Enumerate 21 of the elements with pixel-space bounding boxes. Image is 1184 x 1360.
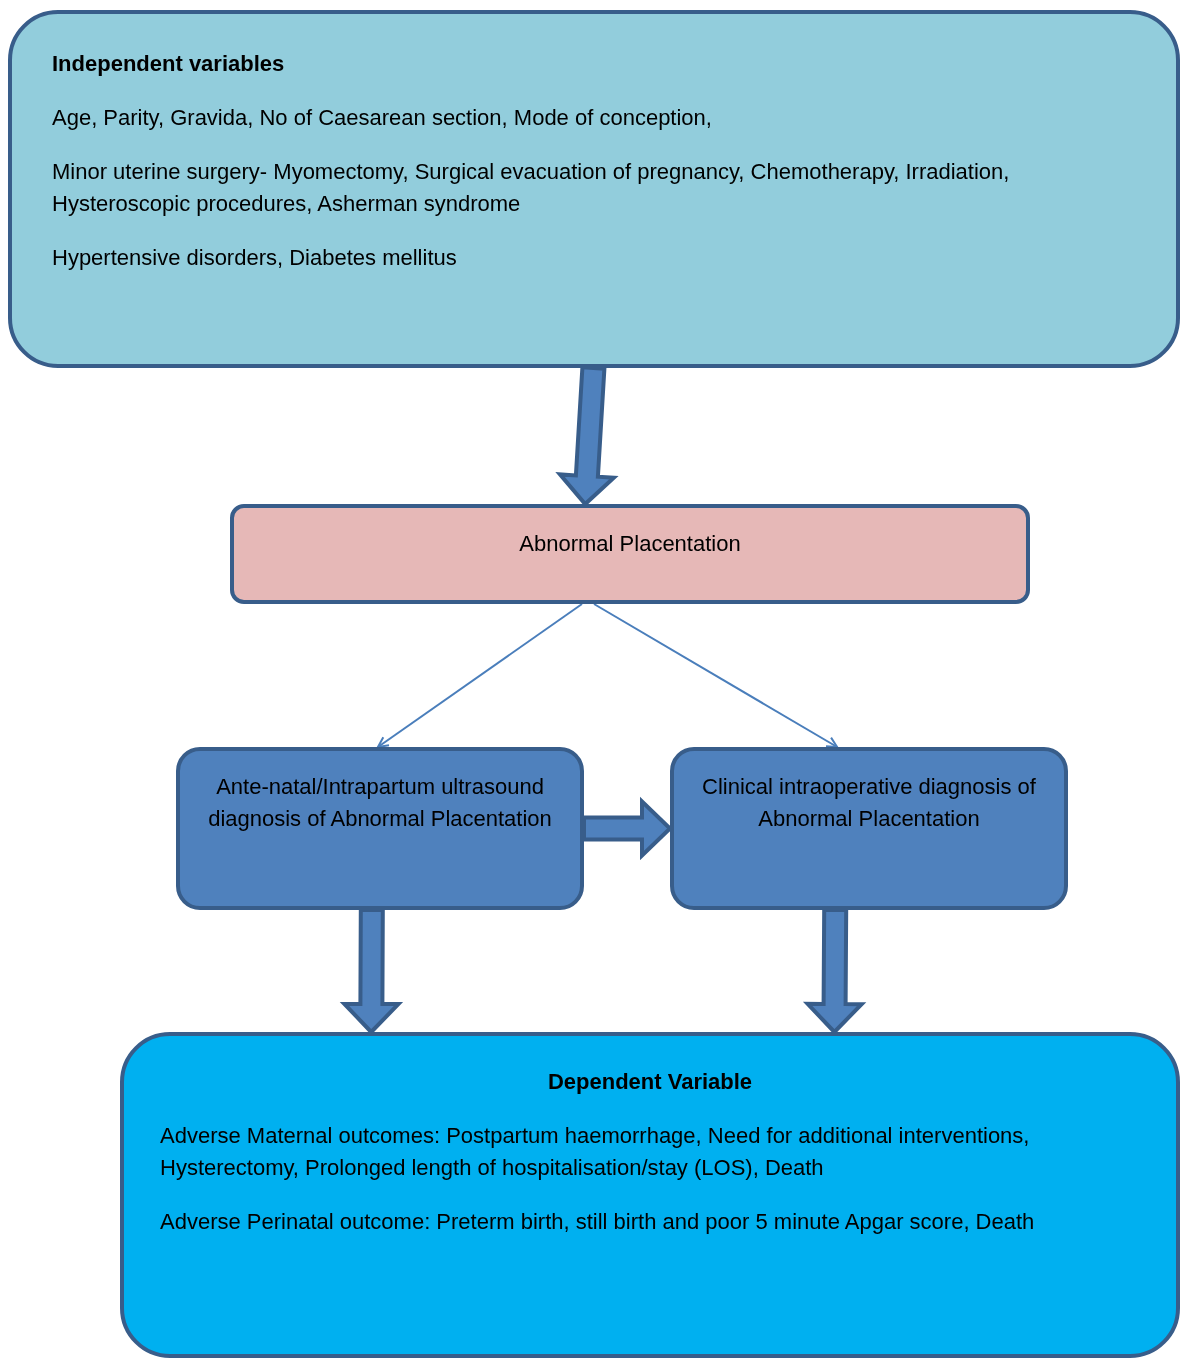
arrow [376,603,583,748]
block-arrow [555,365,619,507]
variable-list: Minor uterine surgery- Myomectomy, Surgical evacuation of pregnancy, Chemotherapy, Irradiation, Hysteroscopic procedures, Asherman syndrome [52,155,1136,220]
arrow [593,603,839,748]
diagnosis-box [670,747,1068,910]
heading: Independent variables [52,50,286,78]
block-arrow [339,907,404,1035]
box-label: Ante-natal/Intrapartum ultrasound diagnosis of Abnormal Placentation [207,773,553,833]
variable-list: Age, Parity, Gravida, No of Caesarean section, Mode of conception, [52,101,1136,134]
block-arrow [582,796,673,861]
heading: Dependent Variable [546,1068,754,1096]
box-label: Clinical intraoperative diagnosis of Abnormal Placentation [701,773,1037,833]
independent-variables-box [8,10,1180,368]
block-arrow [802,907,867,1035]
outcome-list: Adverse Perinatal outcome: Preterm birth, still birth and poor 5 minute Apgar score, Death [160,1205,1140,1238]
box-label: Abnormal Placentation [518,530,742,558]
dependent-variable-box [120,1032,1180,1358]
outcome-list: Adverse Maternal outcomes: Postpartum haemorrhage, Need for additional interventions, Hysterectomy, Prolonged length of hospitalisation/stay (LOS), Death [160,1119,1140,1184]
diagnosis-box [176,747,584,910]
process-box [230,504,1030,604]
variable-list: Hypertensive disorders, Diabetes mellitus [52,241,1136,274]
